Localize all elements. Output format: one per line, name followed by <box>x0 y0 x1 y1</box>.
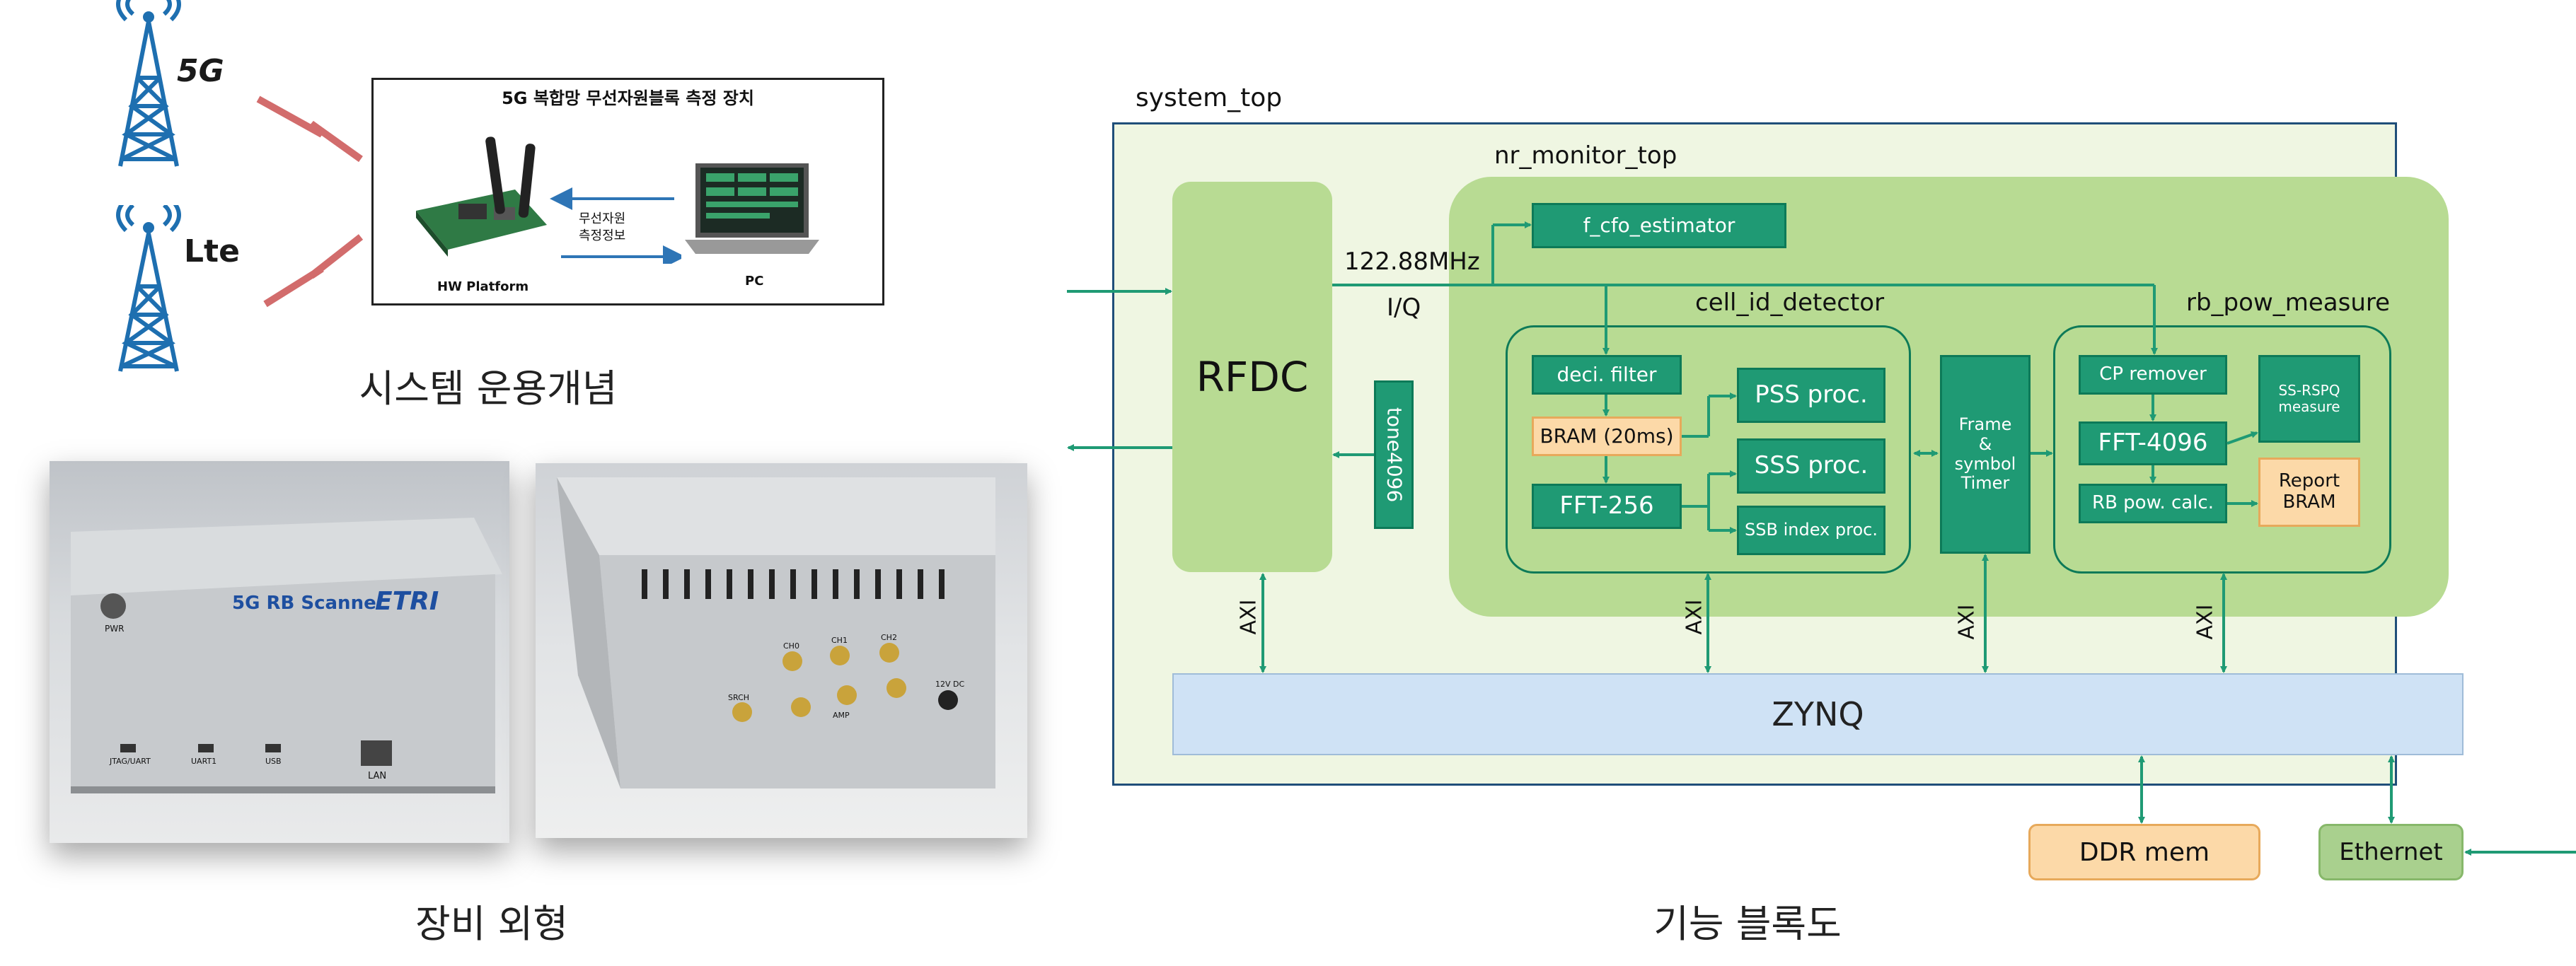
ssb-index-proc-block: SSB index proc. <box>1737 506 1885 555</box>
f-cfo-estimator-block: f_cfo_estimator <box>1532 203 1786 248</box>
frame-symbol-timer-block: Frame & symbol Timer <box>1940 355 2031 554</box>
sss-proc-block: SSS proc. <box>1737 438 1885 494</box>
cell-id-detector-label: cell_id_detector <box>1695 289 1885 317</box>
rb-pow-measure-label: rb_pow_measure <box>2186 289 2391 317</box>
lightning-icon <box>256 95 363 163</box>
caption-concept: 시스템 운용개념 <box>359 366 618 411</box>
arrow-text-1: 무선자원 <box>579 211 626 226</box>
ddr-mem-block: DDR mem <box>2028 824 2260 880</box>
lte-badge: Lte <box>184 233 240 269</box>
port-ch0: CH0 <box>783 641 799 651</box>
iq-label: I/Q <box>1387 293 1421 322</box>
zynq-label: ZYNQ <box>1772 695 1864 733</box>
tower-lte-icon <box>78 205 233 378</box>
port-uart1: UART1 <box>191 757 217 766</box>
port-dc: 12V DC <box>935 680 965 689</box>
deci-filter-block: deci. filter <box>1532 355 1682 395</box>
report-bram-block: Report BRAM <box>2258 458 2360 527</box>
rb-pow-measure-region <box>2053 325 2391 574</box>
fft4096-block: FFT-4096 <box>2079 421 2227 465</box>
lightning-icon <box>263 234 364 308</box>
pss-proc-block: PSS proc. <box>1737 368 1885 423</box>
brand-name: ETRI <box>375 587 439 616</box>
port-amp: AMP <box>833 711 850 720</box>
port-srch: SRCH <box>728 693 750 702</box>
rfdc-block: RFDC <box>1172 182 1332 572</box>
caption-block-diagram: 기능 블록도 <box>1653 902 1842 946</box>
port-lan: LAN <box>368 771 387 781</box>
ss-rspq-measure-block: SS-RSPQ measure <box>2258 355 2360 443</box>
hw-board-image <box>409 133 550 260</box>
zynq-block: ZYNQ <box>1172 673 2464 755</box>
port-ch2: CH2 <box>881 633 897 642</box>
port-ch1: CH1 <box>831 636 848 645</box>
cell-id-detector-region <box>1506 325 1911 574</box>
ethernet-block: Ethernet <box>2318 824 2464 880</box>
5g-badge: 5G <box>177 53 224 89</box>
tone4096-block: tone4096 <box>1374 380 1414 529</box>
arrow-text-2: 측정정보 <box>579 228 626 243</box>
rfdc-label: RFDC <box>1196 353 1309 401</box>
freq-label: 122.88MHz <box>1344 248 1480 276</box>
bram-block: BRAM (20ms) <box>1532 417 1682 456</box>
pwr-label: PWR <box>105 624 125 634</box>
port-jtag: JTAG/UART <box>110 757 151 766</box>
port-usb: USB <box>265 757 282 766</box>
cp-remover-block: CP remover <box>2079 355 2227 395</box>
hw-label: HW Platform <box>437 279 529 294</box>
nr-monitor-top-label: nr_monitor_top <box>1494 141 1677 170</box>
system-top-label: system_top <box>1136 83 1283 112</box>
caption-device: 장비 외형 <box>415 902 568 946</box>
brand-prefix: 5G RB Scanner <box>232 593 386 614</box>
tower-5g-icon <box>78 0 233 173</box>
rb-pow-calc-block: RB pow. calc. <box>2079 484 2227 523</box>
concept-box: 5G 복합망 무선자원블록 측정 장치 HW Platform 무선자원 측정정… <box>371 78 884 305</box>
device-back-photo: CH0 CH1 CH2 SRCH AMP 12V DC <box>536 463 1027 838</box>
laptop-image <box>685 163 819 259</box>
exchange-arrows <box>550 187 681 264</box>
concept-title: 5G 복합망 무선자원블록 측정 장치 <box>502 88 754 108</box>
pc-label: PC <box>745 274 764 289</box>
device-front-photo: 5G RB Scanner ETRI PWR JTAG/UART UART1 U… <box>50 461 509 843</box>
fft256-block: FFT-256 <box>1532 484 1682 529</box>
